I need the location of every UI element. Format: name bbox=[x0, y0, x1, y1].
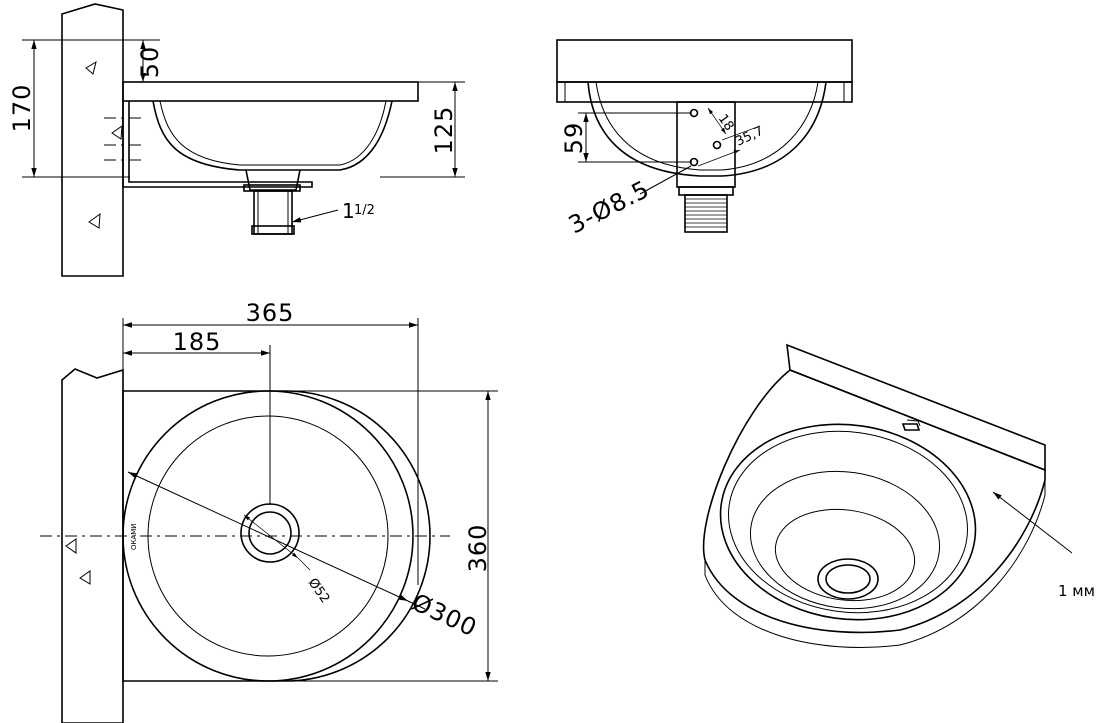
iso-view: 1 мм bbox=[702, 343, 1095, 648]
sink-rim bbox=[122, 81, 419, 102]
drain-body bbox=[245, 169, 301, 191]
drain-thread-fraction: 1/2 bbox=[354, 203, 375, 218]
dim-width: 365 bbox=[246, 299, 295, 327]
side-view: 170 50 125 1 1/2 bbox=[8, 3, 465, 277]
drain-thread bbox=[684, 194, 728, 233]
dim-depth: 360 bbox=[464, 524, 492, 573]
dim-top-gap: 50 bbox=[136, 46, 164, 79]
dim-hole-offset-b: 35,7 bbox=[733, 124, 766, 150]
wall-bracket bbox=[122, 101, 313, 188]
thickness-note: 1 мм bbox=[1058, 582, 1095, 600]
front-view-rim bbox=[556, 39, 853, 83]
dim-total-height: 170 bbox=[8, 84, 36, 133]
mount-hole bbox=[712, 140, 722, 150]
iso-bowl-rim bbox=[719, 423, 977, 621]
iso-drain-inner bbox=[825, 564, 871, 594]
iso-clip bbox=[901, 423, 921, 431]
dim-drain-offset: 185 bbox=[173, 328, 222, 356]
plan-view-wall bbox=[61, 368, 124, 723]
dim-drain-diameter: Ø52 bbox=[305, 576, 333, 607]
brand-mark: ОКАМИ bbox=[130, 523, 138, 550]
drain-pipe bbox=[253, 190, 293, 235]
plan-view: ОКАМИ 365 185 360 Ø300 Ø52 bbox=[40, 299, 498, 723]
bowl-profile bbox=[152, 100, 393, 171]
iso-drain-outer bbox=[817, 558, 879, 600]
dim-bowl-height: 125 bbox=[430, 106, 458, 155]
dim-hole-offset-a: 18 bbox=[715, 112, 737, 134]
dim-bowl-diameter: Ø300 bbox=[407, 588, 481, 642]
side-view-wall bbox=[61, 3, 124, 277]
sink-outline bbox=[122, 390, 431, 682]
drain-thread-label: 1 bbox=[342, 199, 356, 223]
front-view: 59 18 35,7 3-Ø8.5 bbox=[556, 39, 853, 239]
front-bowl-profile bbox=[587, 81, 827, 177]
iso-deck bbox=[702, 369, 1046, 634]
dim-hole-spacing: 59 bbox=[560, 122, 588, 155]
holes-label: 3-Ø8.5 bbox=[564, 175, 654, 239]
